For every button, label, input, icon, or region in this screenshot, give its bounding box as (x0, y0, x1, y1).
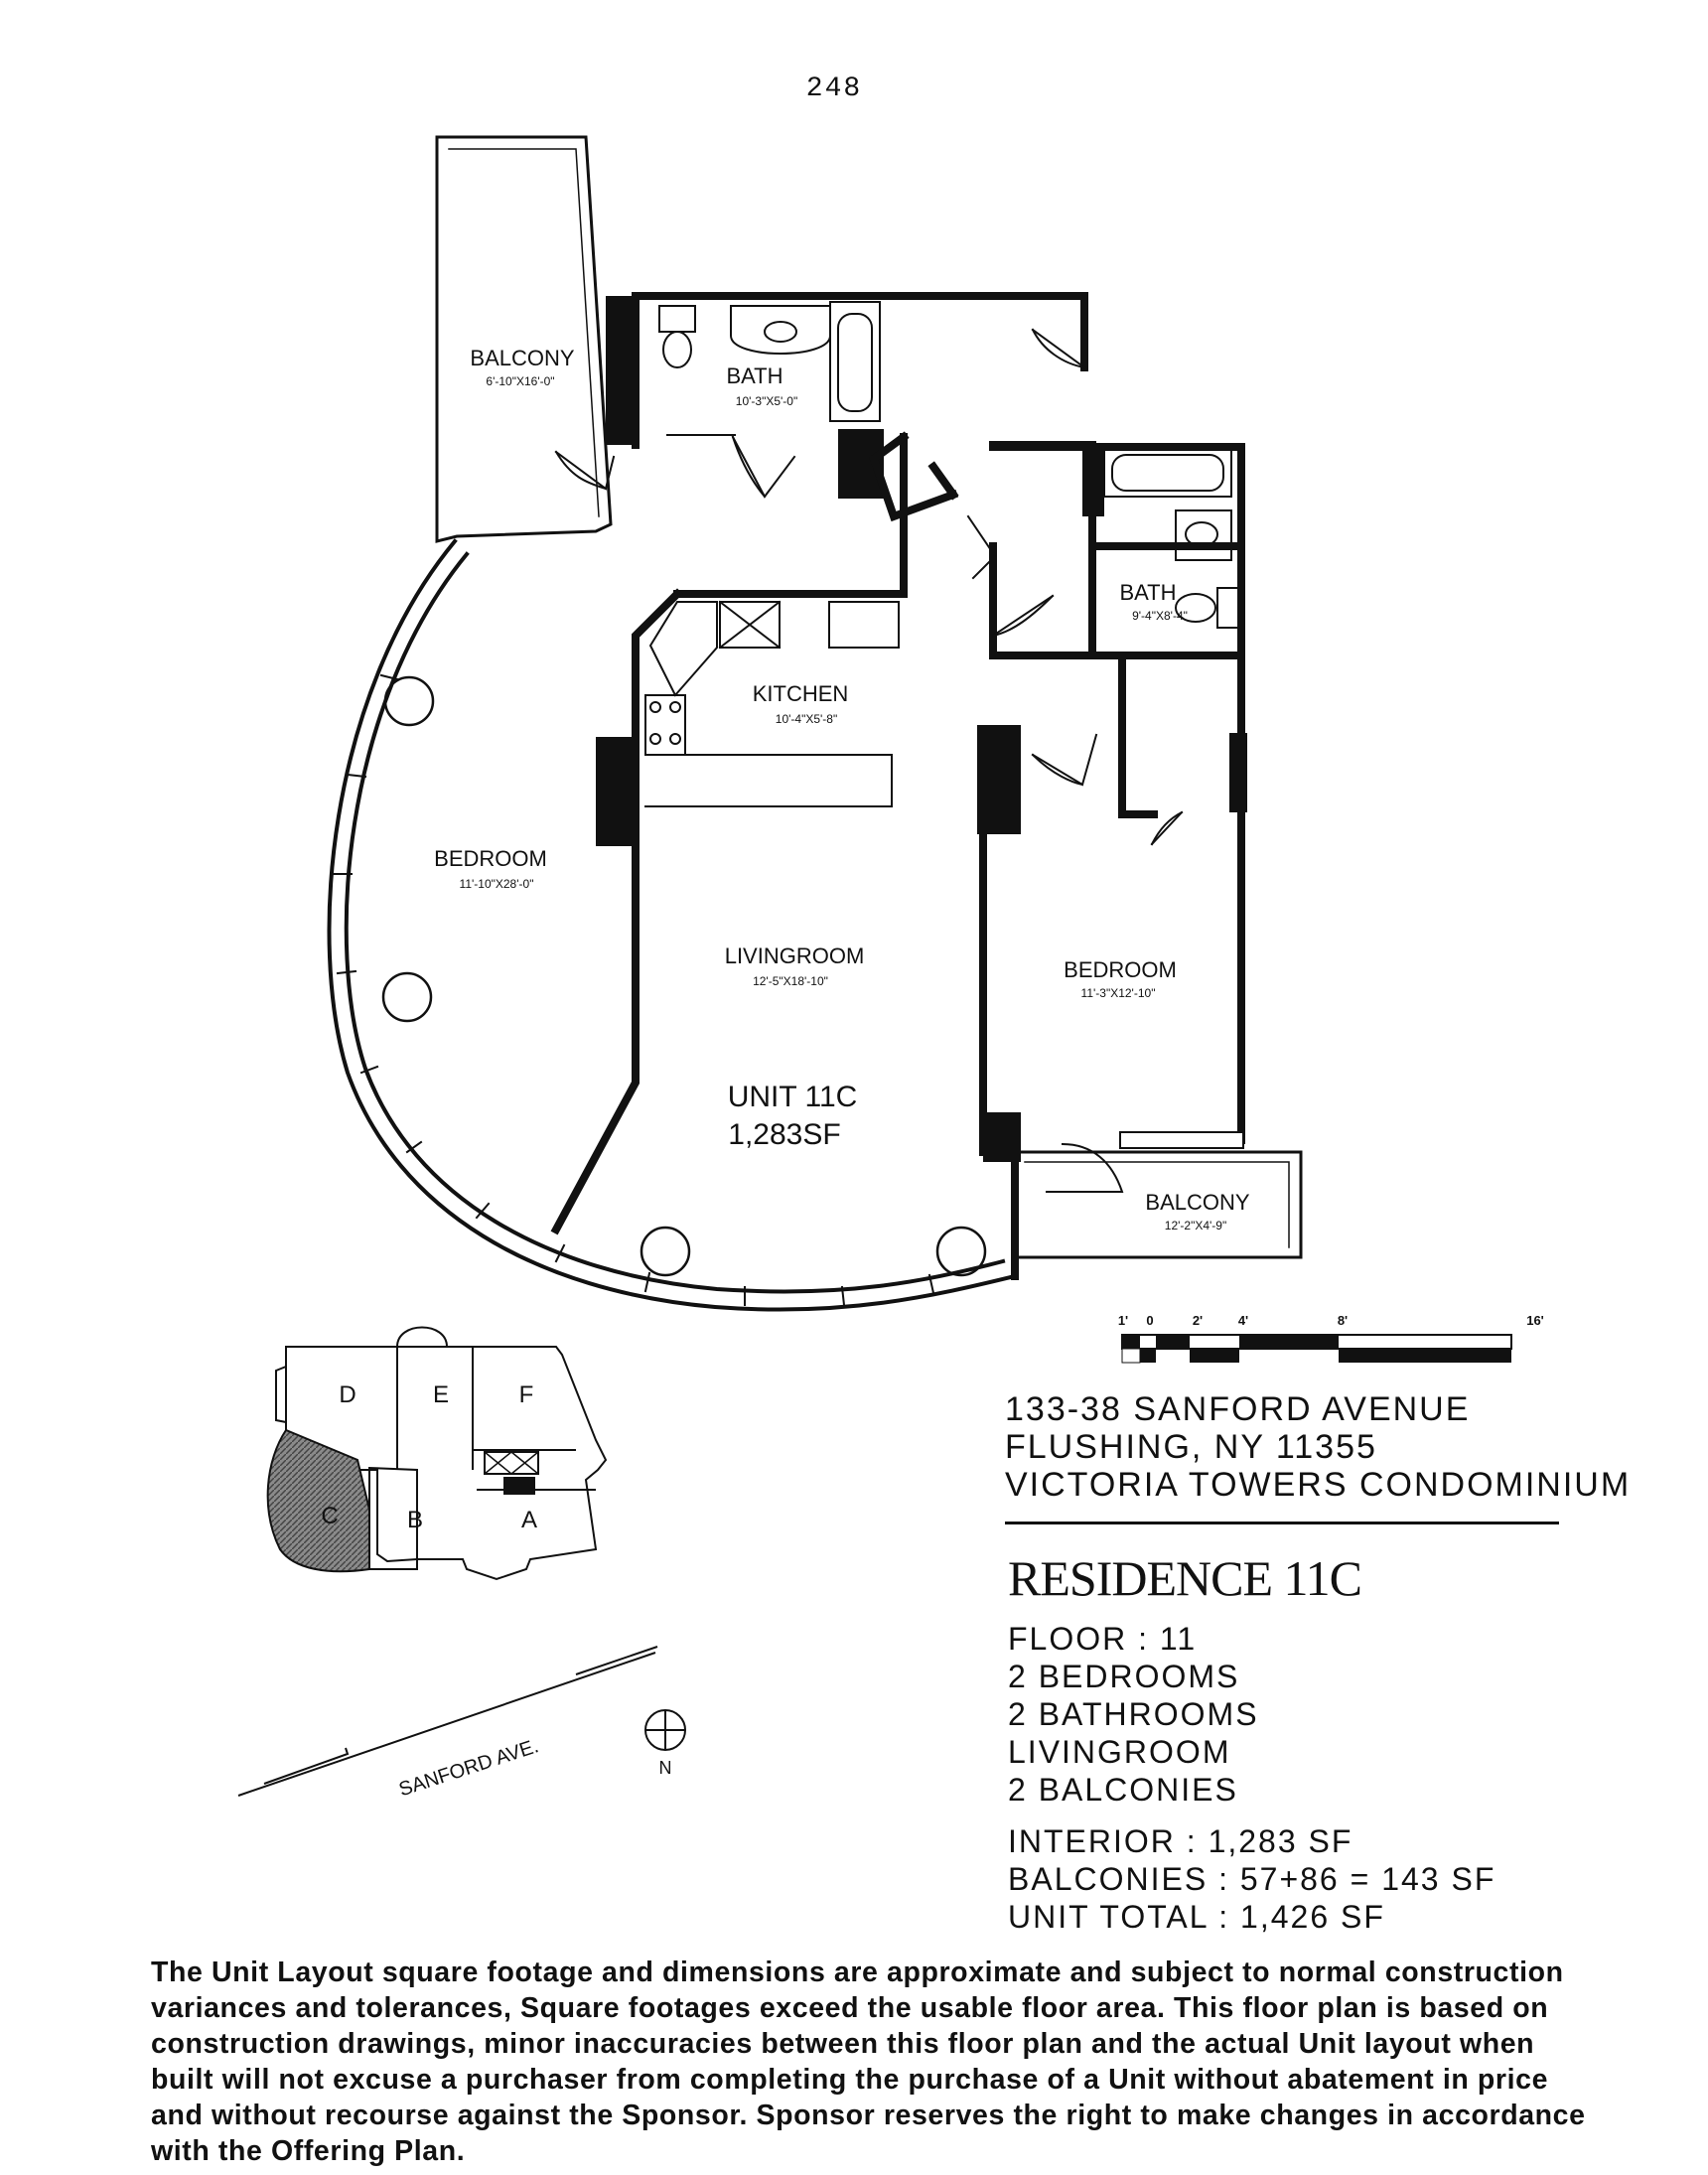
address-line-1: 133-38 SANFORD AVENUE (1005, 1390, 1471, 1428)
address-line-3: VICTORIA TOWERS CONDOMINIUM (1005, 1466, 1632, 1504)
bedrooms-info: 2 BEDROOMS (1008, 1659, 1240, 1694)
balcony-1-label: BALCONY (470, 346, 574, 370)
key-plan-unit-label: A (521, 1507, 537, 1533)
bathrooms-info: 2 BATHROOMS (1008, 1696, 1259, 1732)
scale-tick-label: 8' (1338, 1313, 1348, 1328)
bedroom-1-label: BEDROOM (434, 846, 547, 871)
page-number: 248 (805, 73, 863, 104)
bath-2-label: BATH (1119, 580, 1176, 605)
livingroom-dims: 12'-5"X18'-10" (753, 974, 828, 988)
scale-tick-label: 16' (1526, 1313, 1544, 1328)
key-plan-unit-label: F (519, 1381, 534, 1408)
livingroom-info: LIVINGROOM (1008, 1734, 1231, 1770)
scale-tick-label: 1' (1118, 1313, 1128, 1328)
columns (381, 675, 987, 1277)
key-plan (266, 1326, 608, 1581)
kitchen-label: KITCHEN (753, 681, 849, 706)
interior-area: INTERIOR : 1,283 SF (1008, 1823, 1353, 1859)
balcony-area: BALCONIES : 57+86 = 143 SF (1008, 1861, 1496, 1897)
scale-bar (1121, 1334, 1512, 1364)
window-mullions (333, 673, 935, 1307)
balcony-1-dims: 6'-10"X16'-0" (486, 374, 554, 388)
bedroom-2-label: BEDROOM (1064, 957, 1177, 982)
key-plan-unit-label: B (407, 1507, 423, 1533)
address-line-2: FLUSHING, NY 11355 (1005, 1428, 1377, 1466)
key-plan-unit-label: E (433, 1381, 449, 1408)
livingroom-label: LIVINGROOM (725, 943, 865, 968)
street-label: SANFORD AVE. (396, 1735, 541, 1801)
kitchen-dims: 10'-4"X5'-8" (776, 712, 837, 726)
scale-tick-label: 4' (1238, 1313, 1248, 1328)
balconies-info: 2 BALCONIES (1008, 1772, 1238, 1808)
bath-1-fixtures (658, 301, 881, 436)
doors (554, 328, 1184, 1193)
unit-total: UNIT TOTAL : 1,426 SF (1008, 1899, 1385, 1935)
address-divider (1005, 1522, 1559, 1524)
kitchen-fixtures (644, 600, 900, 807)
balcony-2-door (1119, 1131, 1244, 1149)
disclaimer-text: The Unit Layout square footage and dimen… (151, 1957, 1586, 2167)
north-label: N (659, 1758, 672, 1778)
residence-title: RESIDENCE 11C (1008, 1550, 1362, 1606)
entry-walls (869, 431, 959, 522)
bath-1-dims: 10'-3"X5'-0" (736, 394, 797, 408)
street-line (237, 1646, 658, 1797)
balcony-2-label: BALCONY (1145, 1190, 1249, 1215)
floor-plan (327, 135, 1303, 1312)
floor-info: FLOOR : 11 (1008, 1621, 1198, 1657)
bath-2-dims: 9'-4"X8'-4" (1132, 609, 1188, 623)
key-plan-unit-label: D (339, 1381, 356, 1408)
bedroom-2-dims: 11'-3"X12'-10" (1081, 986, 1156, 1000)
balcony-2-outline (1013, 1150, 1303, 1259)
unit-label: UNIT 11C (728, 1081, 858, 1113)
north-arrow-icon (644, 1709, 686, 1751)
scale-tick-label: 0 (1146, 1313, 1153, 1328)
dark-wall-blocks (596, 296, 1247, 1162)
scale-tick-label: 2' (1193, 1313, 1203, 1328)
unit-area: 1,283SF (728, 1118, 840, 1151)
key-plan-unit-label-highlighted: C (321, 1503, 338, 1529)
balcony-1-outline (435, 135, 613, 543)
bath-2-fixtures (1103, 446, 1240, 629)
bath-1-label: BATH (726, 363, 783, 388)
bedroom-1-dims: 11'-10"X28'-0" (460, 877, 534, 891)
balcony-2-dims: 12'-2"X4'-9" (1165, 1219, 1226, 1232)
curved-exterior-wall (327, 538, 1018, 1312)
